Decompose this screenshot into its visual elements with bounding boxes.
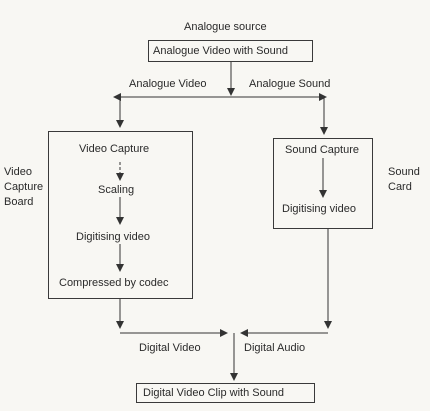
video-capture-board-label: Video Capture Board	[4, 165, 43, 210]
sound-digitising-step: Digitising video	[282, 203, 356, 215]
scaling-step: Scaling	[98, 184, 135, 196]
sound-card-label-line-1: Sound	[388, 166, 420, 178]
video-board-label-line-2: Capture	[4, 181, 44, 193]
digital-video-label: Digital Video	[139, 342, 201, 354]
analogue-source-label: Analogue source	[184, 21, 267, 33]
video-capture-board-box	[48, 131, 193, 299]
sound-card-label: Sound Card	[388, 165, 420, 195]
analogue-video-label: Analogue Video	[129, 78, 207, 90]
digital-audio-label: Digital Audio	[244, 342, 306, 354]
digital-video-clip-text: Digital Video Clip with Sound	[143, 387, 285, 399]
digitising-video-step: Digitising video	[76, 231, 150, 243]
sound-capture-step: Sound Capture	[285, 144, 359, 156]
digital-video-clip-box	[136, 383, 315, 403]
analogue-source-box	[148, 40, 313, 62]
analogue-source-box-text: Analogue Video with Sound	[153, 45, 288, 57]
video-board-label-line-3: Board	[4, 196, 34, 208]
video-capture-step: Video Capture	[79, 143, 150, 155]
video-board-label-line-1: Video	[4, 166, 32, 178]
analogue-sound-label: Analogue Sound	[249, 78, 331, 90]
sound-card-box	[273, 138, 373, 229]
sound-card-label-line-2: Card	[388, 181, 412, 193]
compressed-by-codec-step: Compressed by codec	[59, 277, 169, 289]
